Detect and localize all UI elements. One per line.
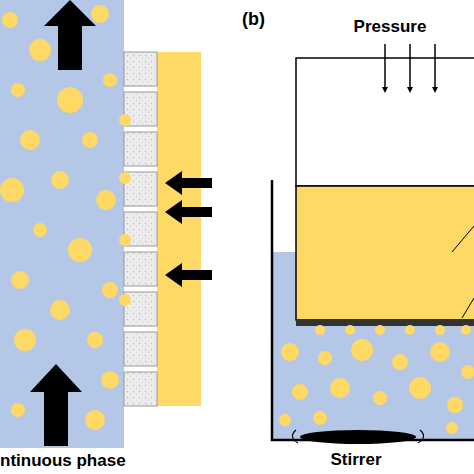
droplet bbox=[315, 325, 325, 335]
stirrer-label: Stirrer bbox=[330, 451, 381, 470]
membrane-block bbox=[124, 252, 157, 286]
membrane-block bbox=[124, 372, 157, 406]
droplet bbox=[0, 178, 24, 202]
droplet bbox=[85, 410, 105, 430]
droplet bbox=[461, 325, 471, 335]
droplet bbox=[430, 342, 450, 362]
droplet bbox=[392, 354, 408, 370]
droplet bbox=[2, 12, 18, 28]
droplet bbox=[409, 377, 431, 399]
membrane-block bbox=[124, 132, 157, 166]
droplet bbox=[375, 325, 385, 335]
membrane bbox=[124, 52, 157, 406]
droplet bbox=[119, 114, 131, 126]
leader-line bbox=[452, 226, 474, 252]
droplet bbox=[345, 325, 355, 335]
panel-label: (b) bbox=[242, 10, 265, 30]
droplet bbox=[87, 332, 103, 348]
droplet bbox=[435, 325, 445, 335]
rotation-mark bbox=[292, 430, 423, 443]
droplet bbox=[33, 223, 47, 237]
droplet bbox=[313, 411, 327, 425]
stirrer-bar bbox=[300, 430, 416, 444]
droplet bbox=[68, 238, 92, 262]
dispersed-phase bbox=[157, 52, 201, 406]
leader-line bbox=[462, 298, 474, 318]
droplet bbox=[50, 300, 70, 320]
droplet bbox=[14, 329, 36, 351]
dispersed-phase bbox=[296, 186, 474, 320]
droplet bbox=[82, 132, 98, 148]
droplet bbox=[103, 73, 117, 87]
droplet bbox=[318, 351, 332, 365]
droplet bbox=[447, 397, 463, 413]
membrane bbox=[296, 319, 474, 326]
droplet bbox=[102, 282, 118, 298]
pressure-arrow bbox=[165, 171, 212, 287]
flow-arrow bbox=[30, 364, 82, 446]
droplet bbox=[11, 83, 25, 97]
beaker bbox=[272, 180, 474, 440]
droplet bbox=[351, 339, 373, 361]
droplet bbox=[373, 391, 387, 405]
phase-label: ntinuous phase bbox=[0, 452, 126, 471]
droplet bbox=[11, 271, 29, 289]
droplet bbox=[51, 171, 69, 189]
pressure-arrow bbox=[385, 44, 435, 90]
droplet bbox=[57, 87, 83, 113]
membrane-block bbox=[124, 332, 157, 366]
droplet bbox=[91, 5, 109, 23]
droplet bbox=[96, 190, 116, 210]
droplet bbox=[119, 172, 131, 184]
droplet bbox=[330, 378, 350, 398]
membrane-block bbox=[124, 52, 157, 86]
droplet bbox=[119, 234, 131, 246]
droplet bbox=[446, 422, 458, 434]
continuous-phase bbox=[0, 0, 124, 448]
pressure-label: Pressure bbox=[354, 18, 427, 37]
droplet bbox=[405, 325, 415, 335]
droplet bbox=[101, 371, 119, 389]
droplet bbox=[29, 39, 51, 61]
droplets bbox=[279, 325, 474, 434]
droplet bbox=[292, 384, 308, 400]
flow-arrow bbox=[44, 0, 96, 70]
droplet bbox=[279, 414, 291, 426]
droplet bbox=[119, 294, 131, 306]
droplet bbox=[20, 130, 40, 150]
droplet bbox=[461, 365, 474, 379]
droplet bbox=[11, 403, 25, 417]
droplet bbox=[281, 343, 299, 361]
